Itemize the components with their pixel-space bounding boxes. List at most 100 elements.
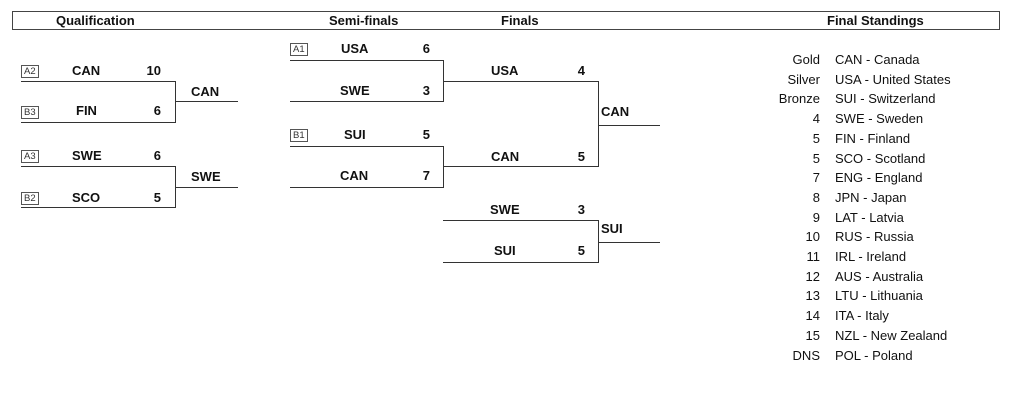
bracket-line <box>598 125 660 126</box>
bracket-line <box>21 166 175 167</box>
team-score: 4 <box>577 63 585 78</box>
team-score: 5 <box>422 127 430 142</box>
standing-row: 5 SCO - Scotland <box>770 151 1010 171</box>
standing-row: Bronze SUI - Switzerland <box>770 91 1010 111</box>
team-name: CAN <box>340 168 369 183</box>
standing-team: SUI - Switzerland <box>835 91 936 107</box>
standing-row: 10 RUS - Russia <box>770 229 1010 249</box>
bracket-line <box>21 122 175 123</box>
bracket-line <box>175 101 238 102</box>
team-name: SWE <box>340 83 370 98</box>
standing-team: JPN - Japan <box>835 189 907 205</box>
standing-team: AUS - Australia <box>835 268 924 284</box>
team-score: 7 <box>422 168 430 183</box>
bracket-line <box>290 101 443 102</box>
standing-team: ENG - England <box>835 170 923 186</box>
team-name: CAN <box>491 149 520 164</box>
team-score: 5 <box>153 190 161 205</box>
standing-rank: 15 <box>805 327 820 343</box>
match-winner: SWE <box>191 169 221 184</box>
team-score: 3 <box>422 83 430 98</box>
standing-rank: 9 <box>812 209 820 225</box>
bracket-line <box>175 187 238 188</box>
standing-row: 13 LTU - Lithuania <box>770 288 1010 308</box>
bracket-connector <box>175 81 176 123</box>
standing-rank: Silver <box>787 71 820 87</box>
standing-row: 11 IRL - Ireland <box>770 249 1010 269</box>
bronze-winner: SUI <box>601 221 623 236</box>
standing-rank: 12 <box>805 268 820 284</box>
standing-row: 7 ENG - England <box>770 170 1010 190</box>
match-winner: CAN <box>191 84 220 99</box>
header-qualification: Qualification <box>56 13 135 28</box>
standing-team: NZL - New Zealand <box>835 327 948 343</box>
standing-team: FIN - Finland <box>835 130 911 146</box>
standing-rank: 11 <box>806 249 821 264</box>
standing-team: RUS - Russia <box>835 229 914 245</box>
team-name: SCO <box>72 190 101 205</box>
seed-badge: A3 <box>21 150 39 163</box>
standing-row: 9 LAT - Latvia <box>770 210 1010 230</box>
standing-team: POL - Poland <box>835 347 913 363</box>
standing-rank: 4 <box>812 111 820 127</box>
team-name: SUI <box>494 243 516 258</box>
team-score: 6 <box>422 41 430 56</box>
team-name: USA <box>341 41 369 56</box>
standing-row: DNS POL - Poland <box>770 348 1010 368</box>
bracket-line <box>443 220 598 221</box>
standing-team: SWE - Sweden <box>835 111 924 127</box>
standing-rank: 13 <box>805 288 820 304</box>
standing-row: 4 SWE - Sweden <box>770 111 1010 131</box>
standing-row: 15 NZL - New Zealand <box>770 328 1010 348</box>
team-score: 6 <box>153 103 161 118</box>
standing-rank: Gold <box>792 52 820 67</box>
standing-team: LAT - Latvia <box>835 209 904 225</box>
standing-rank: 5 <box>812 150 820 166</box>
standing-team: CAN - Canada <box>835 52 920 67</box>
header-finals: Finals <box>501 13 539 28</box>
bracket-line <box>290 146 443 147</box>
standing-rank: 5 <box>812 130 820 146</box>
team-score: 5 <box>577 149 585 164</box>
bracket-line <box>290 187 443 188</box>
bracket-line <box>21 81 175 82</box>
team-name: CAN <box>72 63 101 78</box>
standing-rank: Bronze <box>778 91 820 107</box>
standing-rank: DNS <box>792 347 820 363</box>
standing-team: LTU - Lithuania <box>835 288 923 304</box>
team-score: 3 <box>577 202 585 217</box>
header-final-standings: Final Standings <box>827 13 924 28</box>
team-name: SWE <box>72 148 102 163</box>
seed-badge: B3 <box>21 106 39 119</box>
team-score: 6 <box>153 148 161 163</box>
bracket-connector <box>598 220 599 263</box>
bracket-line <box>443 262 598 263</box>
bracket-line <box>443 166 598 167</box>
team-score: 5 <box>577 243 585 258</box>
standing-row: Gold CAN - Canada <box>770 52 1010 72</box>
standing-team: USA - United States <box>835 71 951 87</box>
champion: CAN <box>601 104 630 119</box>
standing-row: 12 AUS - Australia <box>770 269 1010 289</box>
team-name: USA <box>491 63 519 78</box>
seed-badge: A1 <box>290 43 308 56</box>
team-name: SUI <box>344 127 366 142</box>
standing-team: ITA - Italy <box>835 308 889 324</box>
bracket-connector <box>443 146 444 188</box>
seed-badge: B2 <box>21 192 39 205</box>
team-name: FIN <box>76 103 97 118</box>
standing-team: SCO - Scotland <box>835 150 926 166</box>
team-score: 10 <box>146 63 161 78</box>
standing-row: Silver USA - United States <box>770 72 1010 92</box>
bracket-line <box>598 242 660 243</box>
bracket-connector <box>598 81 599 167</box>
standing-rank: 10 <box>805 229 820 245</box>
team-name: SWE <box>490 202 520 217</box>
header-semifinals: Semi-finals <box>329 13 399 28</box>
standing-rank: 7 <box>812 170 820 186</box>
bracket-line <box>290 60 443 61</box>
standing-team: IRL - Ireland <box>835 249 907 264</box>
seed-badge: B1 <box>290 129 308 142</box>
standing-row: 5 FIN - Finland <box>770 131 1010 151</box>
